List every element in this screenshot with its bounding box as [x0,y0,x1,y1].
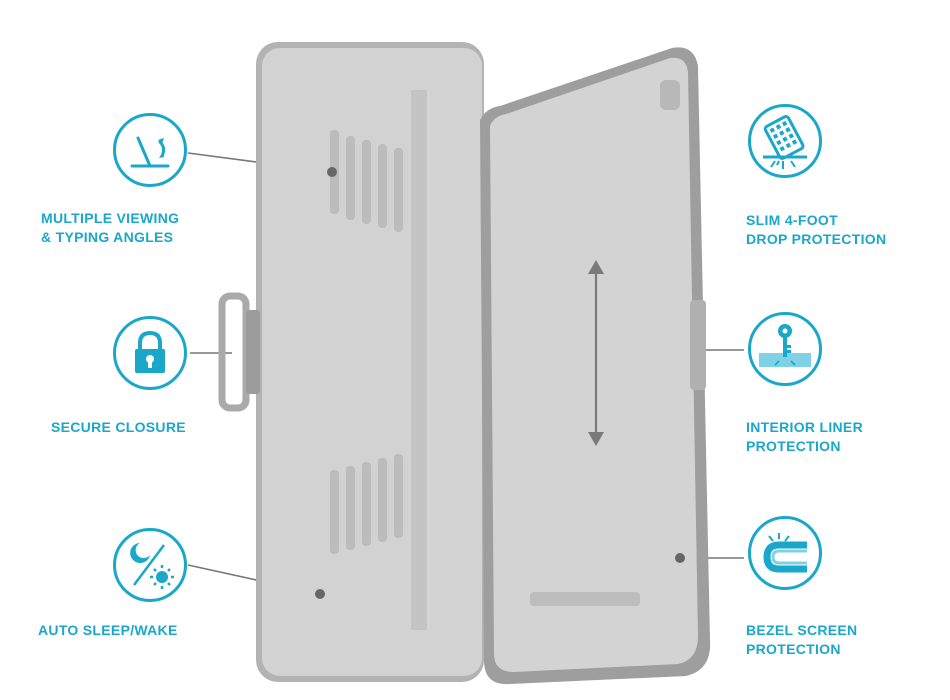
label-line: INTERIOR LINER [746,419,863,435]
front-cover [218,42,484,682]
label-line: PROTECTION [746,641,841,657]
feature-label-bezel-protection: BEZEL SCREEN PROTECTION [746,621,857,659]
label-line: MULTIPLE VIEWING [41,210,180,226]
label-line: SECURE CLOSURE [51,419,186,435]
drop-impact-icon [748,104,822,178]
key-scratch-icon [748,312,822,386]
upper-vent-grille [330,130,403,232]
label-line: SLIM 4-FOOT [746,212,838,228]
feature-label-secure-closure: SECURE CLOSURE [51,418,186,437]
label-line: BEZEL SCREEN [746,622,858,638]
closure-clasp [218,292,250,412]
label-line: DROP PROTECTION [746,231,887,247]
flex-arrow [588,260,604,446]
feature-label-auto-sleep: AUTO SLEEP/WAKE [38,621,178,640]
moon-sun-icon [113,528,187,602]
back-shell [480,47,711,685]
label-line: PROTECTION [746,438,841,454]
feature-label-interior-liner: INTERIOR LINER PROTECTION [746,418,863,456]
padlock-icon [113,316,187,390]
stand-angle-icon [113,113,187,187]
bezel-edge-icon [748,516,822,590]
label-line: & TYPING ANGLES [41,229,174,245]
feature-label-drop-protection: SLIM 4-FOOT DROP PROTECTION [746,211,886,249]
label-line: AUTO SLEEP/WAKE [38,622,178,638]
feature-label-viewing-angles: MULTIPLE VIEWING & TYPING ANGLES [41,209,179,247]
lower-vent-grille [330,454,403,554]
